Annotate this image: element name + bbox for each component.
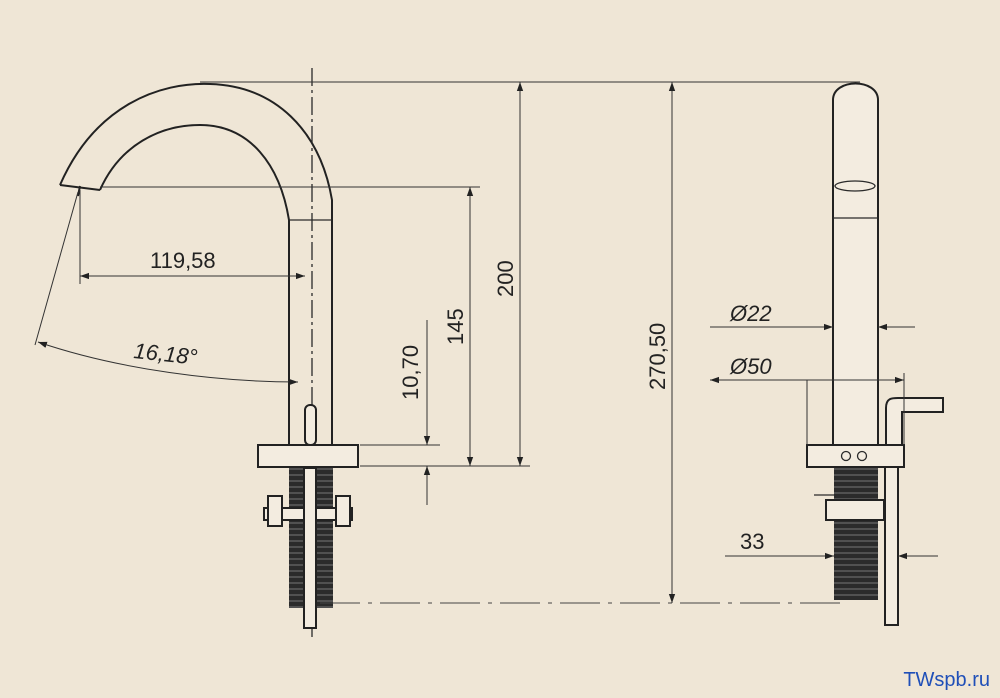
total-height-label: 270,50 [645,323,670,390]
base-diameter-label: Ø50 [729,354,772,379]
angle-arc [37,341,299,386]
side-hose-rod [884,466,899,626]
hose-rod [303,467,317,629]
base-hole-right [856,450,868,462]
side-view [806,82,944,626]
spout-angle-label: 16,18° [132,338,198,370]
base-thickness-label: 10,70 [398,345,423,400]
nut-left [267,495,283,527]
angle-leg [34,191,79,346]
top-height-label: 200 [493,260,518,297]
aerator-outlet [834,180,876,192]
side-body [832,82,879,446]
base-flange [257,444,359,468]
base-hole-left [840,450,852,462]
side-nut [825,499,885,521]
front-view [59,68,359,640]
spout-outer-contour [59,82,333,445]
side-hose [885,397,944,446]
side-base-flange [806,444,905,468]
side-threaded-stud [834,468,878,600]
dimension-lines [34,81,938,604]
sensor-stem [304,404,317,446]
hose-offset-label: 33 [740,529,764,554]
spout-inner-contour [99,123,290,445]
spout-reach-label: 119,58 [150,248,216,273]
nut-right [335,495,351,527]
watermark: TWspb.ru [903,669,990,691]
spout-tip [59,184,101,197]
body-diameter-label: Ø22 [729,301,772,326]
outlet-height-label: 145 [443,308,468,345]
